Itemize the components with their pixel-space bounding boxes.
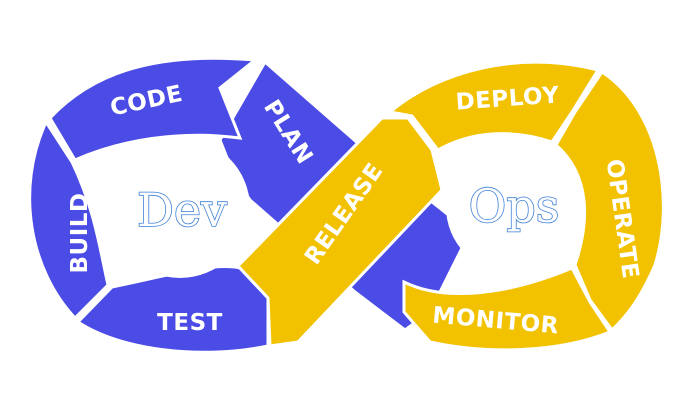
segment-build: [28, 118, 110, 321]
segment-monitor: [402, 266, 613, 352]
segment-release: [235, 116, 444, 348]
segment-deploy: [386, 60, 601, 152]
label-build: BUILD: [67, 192, 93, 273]
center-word-dev: Dev: [137, 183, 227, 237]
ops-center-hole: [446, 141, 578, 273]
label-test: TEST: [157, 310, 223, 336]
center-word-ops: Ops: [469, 179, 560, 233]
segment-code: [48, 56, 259, 162]
segment-test: [75, 264, 270, 354]
dev-center-hole: [110, 138, 250, 278]
segment-operate: [554, 69, 665, 333]
